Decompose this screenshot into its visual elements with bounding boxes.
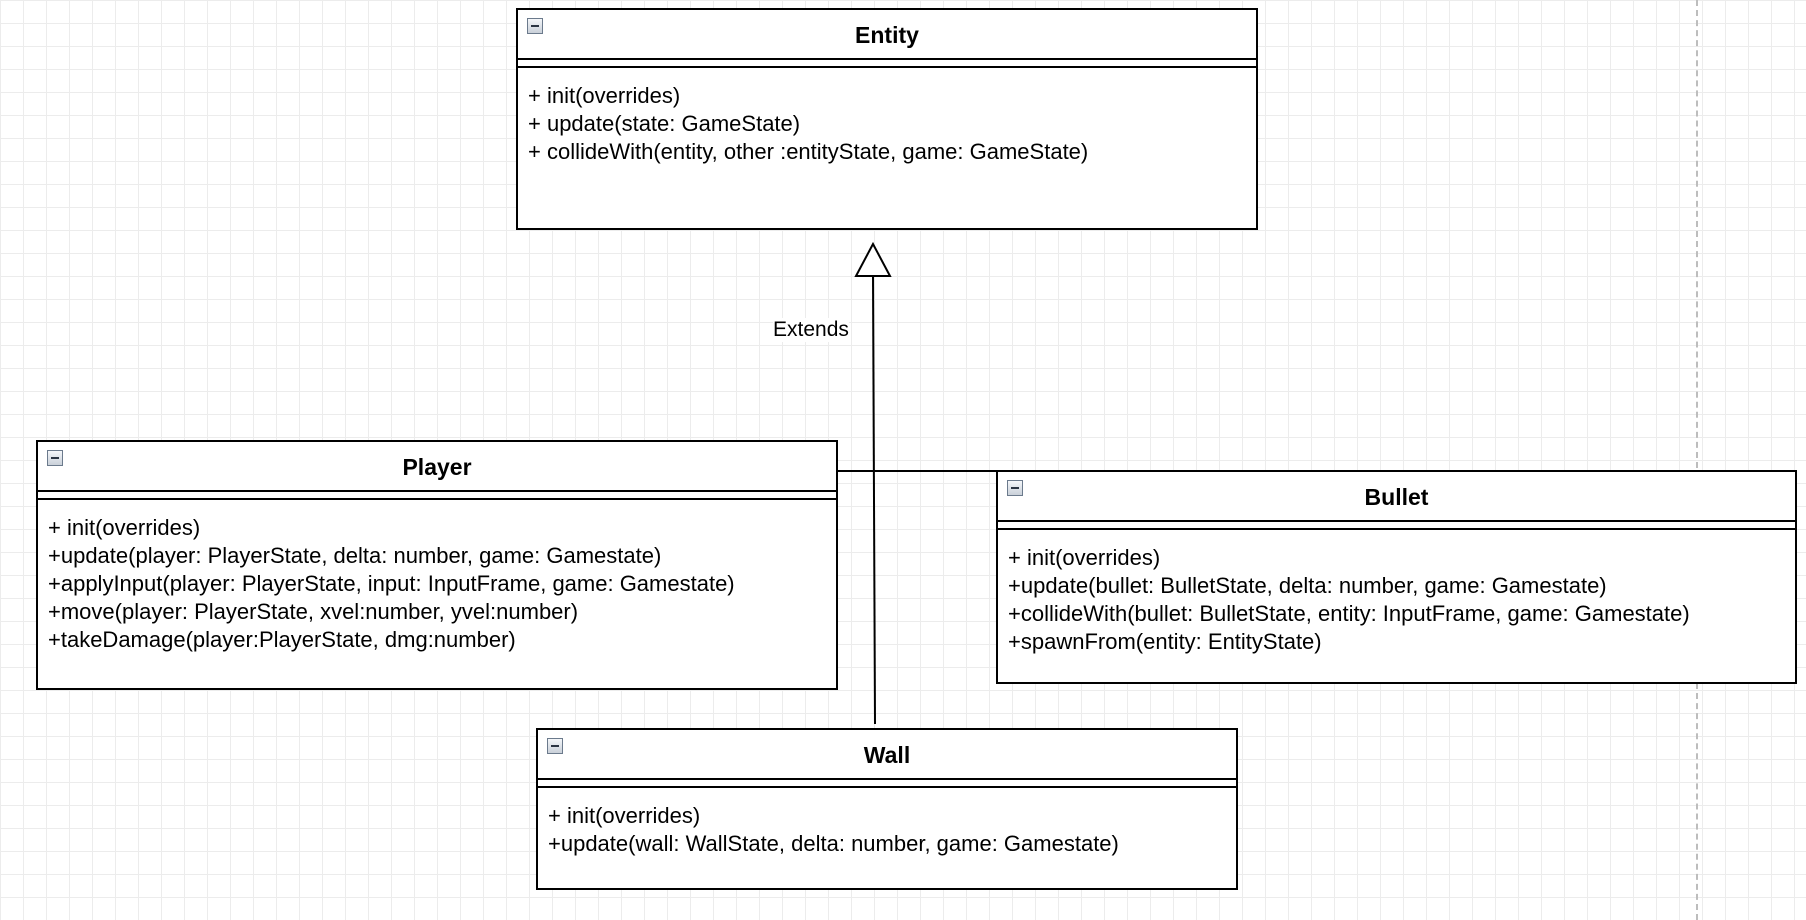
class-wall-header: Wall [538,730,1236,780]
method-entry: +takeDamage(player:PlayerState, dmg:numb… [48,627,516,652]
method-entry: + init(overrides) [48,515,201,540]
class-bullet-header: Bullet [998,472,1795,522]
class-wall[interactable]: Wall + init(overrides) +update(wall: Wal… [536,728,1238,890]
extends-label: Extends [773,318,849,342]
class-player[interactable]: Player + init(overrides) +update(player:… [36,440,838,690]
class-bullet[interactable]: Bullet + init(overrides) +update(bullet:… [996,470,1797,684]
generalization-arrowhead[interactable] [854,241,892,277]
collapse-icon[interactable] [547,738,563,754]
method-entry: + update(state: GameState) [528,111,801,136]
method-entry: + init(overrides) [528,83,681,108]
method-entry: +move(player: PlayerState, xvel:number, … [48,599,579,624]
class-bullet-attributes [998,522,1795,530]
method-entry: +applyInput(player: PlayerState, input: … [48,571,735,596]
class-bullet-name: Bullet [1364,484,1429,510]
class-bullet-methods: + init(overrides) +update(bullet: Bullet… [998,530,1795,656]
class-entity[interactable]: Entity + init(overrides) + update(state:… [516,8,1258,230]
class-wall-methods: + init(overrides) +update(wall: WallStat… [538,788,1236,858]
method-entry: +spawnFrom(entity: EntityState) [1008,629,1322,654]
class-player-header: Player [38,442,836,492]
method-entry: + init(overrides) [1008,545,1161,570]
method-entry: + collideWith(entity, other :entityState… [528,139,1089,164]
class-wall-name: Wall [863,742,911,768]
class-entity-methods: + init(overrides) + update(state: GameSt… [518,68,1256,166]
collapse-icon[interactable] [527,18,543,34]
method-entry: +collideWith(bullet: BulletState, entity… [1008,601,1690,626]
class-entity-name: Entity [855,22,919,48]
method-entry: +update(player: PlayerState, delta: numb… [48,543,662,568]
class-wall-attributes [538,780,1236,788]
collapse-icon[interactable] [1007,480,1023,496]
connector-extends-main[interactable] [872,275,876,725]
class-player-methods: + init(overrides) +update(player: Player… [38,500,836,654]
method-entry: +update(bullet: BulletState, delta: numb… [1008,573,1607,598]
page-boundary-line [1696,0,1698,920]
method-entry: + init(overrides) [548,803,701,828]
class-entity-attributes [518,60,1256,68]
method-entry: +update(wall: WallState, delta: number, … [548,831,1119,856]
class-entity-header: Entity [518,10,1256,60]
class-player-attributes [38,492,836,500]
class-player-name: Player [402,454,472,480]
collapse-icon[interactable] [47,450,63,466]
